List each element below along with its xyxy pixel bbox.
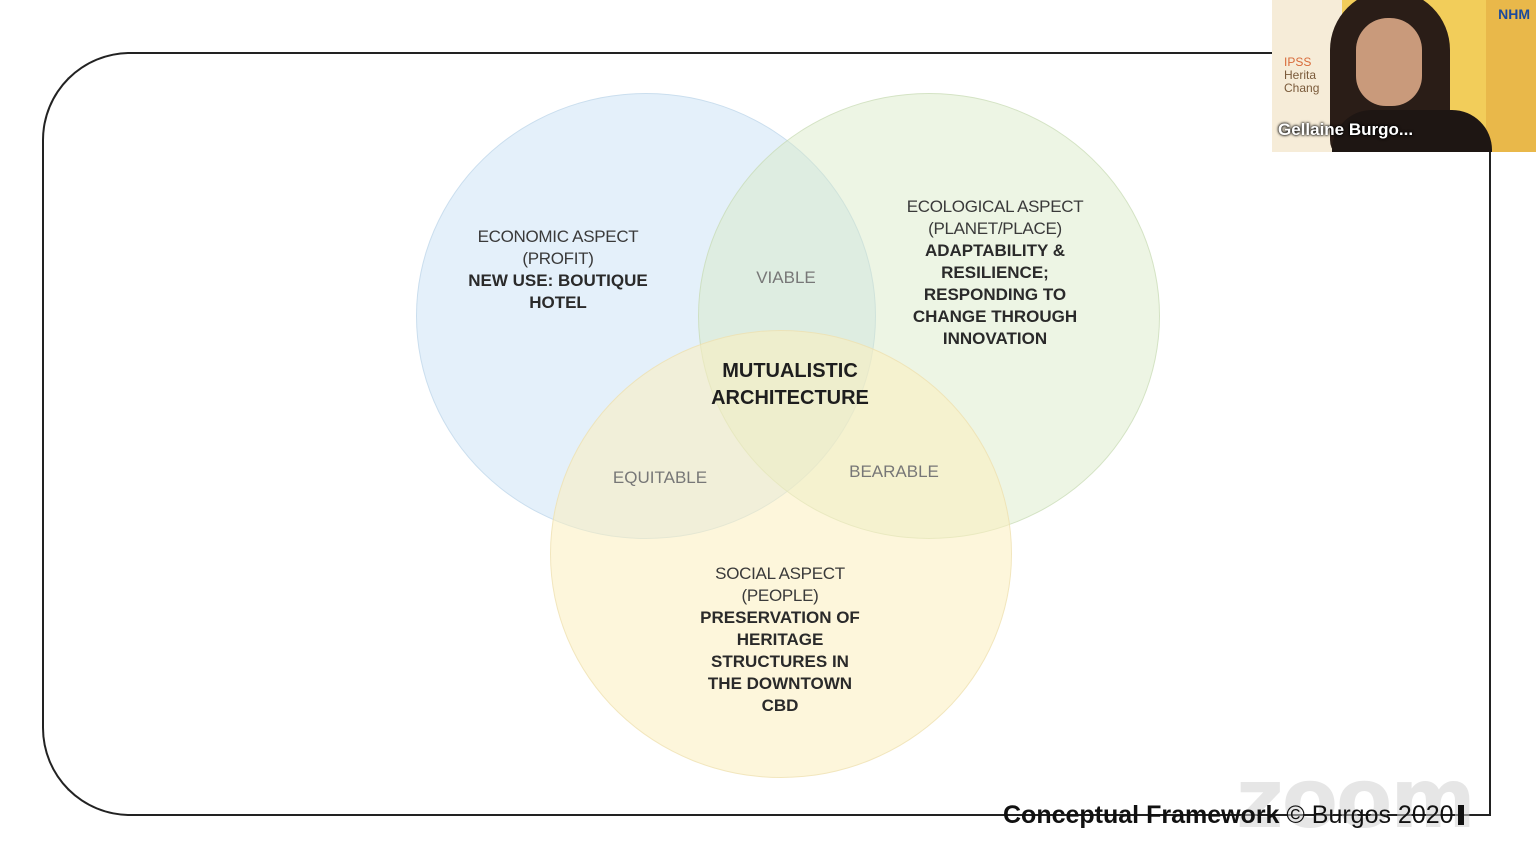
nhm-logo: NHM (1498, 6, 1530, 22)
social-focus-line: THE DOWNTOWN (707, 674, 853, 693)
social-focus-line: HERITAGE (736, 630, 824, 649)
banner-line: Herita (1284, 68, 1317, 82)
banner-line: Chang (1284, 81, 1320, 95)
social-aspect-subtitle: (PEOPLE) (741, 586, 819, 605)
social-focus-line: PRESERVATION OF (700, 608, 860, 627)
slide-footer: Conceptual Framework © Burgos 2020 (1003, 801, 1464, 830)
center-title: MUTUALISTIC ARCHITECTURE (690, 358, 890, 412)
participant-body (1332, 110, 1492, 152)
economic-focus-line: NEW USE: BOUTIQUE (468, 271, 648, 290)
ecological-focus-line: RESILIENCE; (941, 263, 1049, 282)
center-title-line: MUTUALISTIC (722, 360, 858, 382)
slide-frame-edge (1489, 152, 1491, 816)
economic-focus-line: HOTEL (529, 293, 587, 312)
overlap-equitable: EQUITABLE (612, 468, 708, 487)
ecological-focus-line: ADAPTABILITY & (924, 241, 1066, 260)
ecological-focus-line: RESPONDING TO (923, 285, 1067, 304)
overlap-viable: VIABLE (756, 268, 816, 287)
social-focus-line: CBD (761, 696, 799, 715)
ecological-focus-line: INNOVATION (942, 329, 1048, 348)
overlap-bearable: BEARABLE (849, 462, 939, 481)
banner-line: IPSS (1284, 55, 1312, 69)
ecological-aspect-label: ECOLOGICAL ASPECT (PLANET/PLACE) ADAPTAB… (880, 196, 1110, 350)
slide-frame (42, 52, 1491, 816)
footer-credit: © Burgos 2020 (1286, 801, 1454, 829)
social-focus-line: STRUCTURES IN (711, 652, 849, 671)
participant-video-tile[interactable]: IPSS Herita Chang NHM Gellaine Burgo... (1272, 0, 1536, 152)
economic-aspect-label: ECONOMIC ASPECT (PROFIT) NEW USE: BOUTIQ… (448, 226, 668, 314)
ecological-focus-line: CHANGE THROUGH (912, 307, 1078, 326)
social-aspect-title: SOCIAL ASPECT (715, 564, 845, 583)
footer-bar (1457, 805, 1464, 825)
social-aspect-label: SOCIAL ASPECT (PEOPLE) PRESERVATION OF H… (670, 563, 890, 717)
social-aspect-circle (550, 330, 1012, 778)
video-background (1486, 0, 1536, 152)
ecological-aspect-subtitle: (PLANET/PLACE) (928, 219, 1062, 238)
zoom-watermark: zoom (1236, 752, 1476, 847)
video-banner-text: IPSS Herita Chang (1284, 56, 1319, 95)
economic-aspect-subtitle: (PROFIT) (522, 249, 594, 268)
participant-face (1356, 18, 1422, 106)
participant-name: Gellaine Burgo... (1278, 120, 1414, 139)
economic-aspect-title: ECONOMIC ASPECT (477, 227, 639, 246)
center-title-line: ARCHITECTURE (711, 387, 869, 409)
ecological-aspect-title: ECOLOGICAL ASPECT (906, 197, 1084, 216)
footer-title: Conceptual Framework (1003, 801, 1280, 829)
